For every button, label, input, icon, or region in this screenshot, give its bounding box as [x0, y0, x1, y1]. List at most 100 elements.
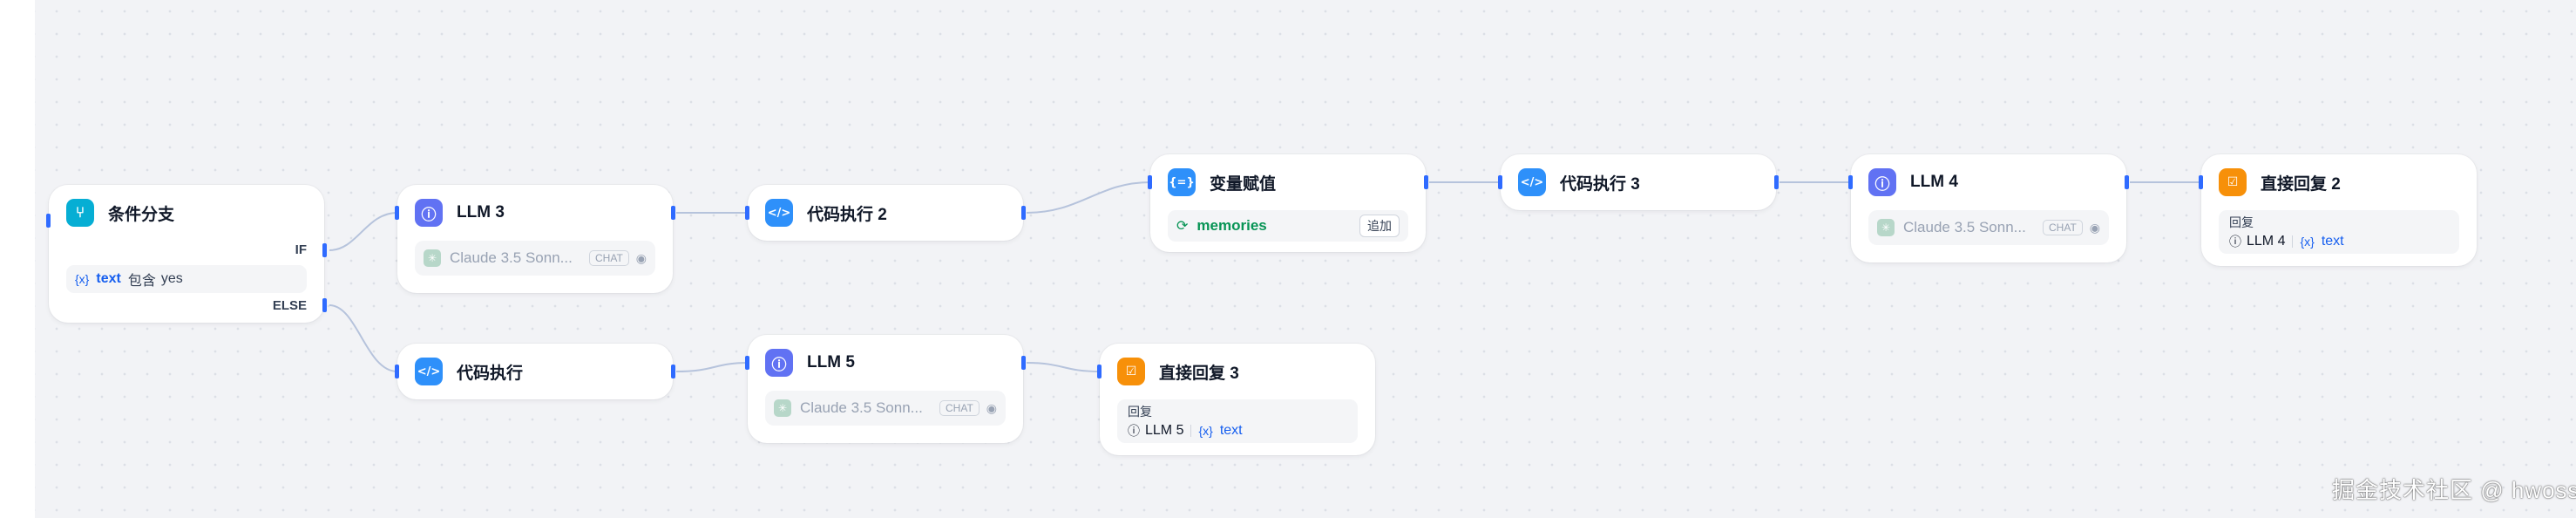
eye-icon: ◉ — [2089, 220, 2100, 235]
node-title: 直接回复 3 — [1159, 364, 1239, 383]
node-llm5[interactable]: ⓘ LLM 5 ✳ Claude 3.5 Sonn... CHAT ◉ — [745, 335, 1026, 443]
branch-icon: ⑂ — [66, 199, 94, 227]
input-handle[interactable] — [1498, 175, 1502, 189]
assign-variable: memories — [1196, 217, 1267, 234]
output-handle[interactable] — [1774, 175, 1779, 189]
node-header: ☑ 直接回复 3 — [1117, 358, 1239, 385]
node-title: LLM 5 — [807, 353, 855, 371]
input-handle[interactable] — [395, 206, 399, 220]
brain-icon: ⓘ — [1868, 168, 1896, 196]
node-ifelse[interactable]: ⑂ 条件分支 IF {x} text 包含 yes ELSE — [46, 185, 327, 323]
input-handle[interactable] — [2199, 175, 2203, 189]
node-header: ⑂ 条件分支 — [66, 199, 174, 227]
reference-variable: text — [1219, 423, 1243, 438]
answer-content[interactable]: 回复 ⓘ LLM 5 {x} text — [1117, 399, 1358, 443]
node-llm4[interactable]: ⓘ LLM 4 ✳ Claude 3.5 Sonn... CHAT ◉ — [1848, 154, 2129, 262]
edge-else-to-code — [329, 304, 398, 372]
condition-variable: text — [96, 271, 121, 286]
variable-icon: {x} — [2300, 235, 2315, 249]
model-selector[interactable]: ✳ Claude 3.5 Sonn... CHAT ◉ — [765, 391, 1006, 426]
node-title: 直接回复 2 — [2261, 174, 2341, 194]
node-header: ⓘ LLM 4 — [1868, 168, 1958, 196]
assign-row[interactable]: ⟳ memories 追加 — [1168, 210, 1408, 242]
separator — [1190, 425, 1192, 437]
node-code[interactable]: </> 代码执行 — [395, 344, 675, 399]
input-handle[interactable] — [1148, 175, 1152, 189]
output-handle[interactable] — [1424, 175, 1428, 189]
node-header: ⓘ LLM 3 — [415, 199, 505, 227]
node-header: </> 代码执行 3 — [1518, 168, 1640, 196]
input-handle[interactable] — [395, 365, 399, 378]
node-llm3[interactable]: ⓘ LLM 3 ✳ Claude 3.5 Sonn... CHAT ◉ — [395, 185, 675, 293]
model-selector[interactable]: ✳ Claude 3.5 Sonn... CHAT ◉ — [1868, 210, 2109, 245]
reference-node: LLM 4 — [2247, 234, 2286, 249]
node-code3[interactable]: </> 代码执行 3 — [1498, 154, 1779, 210]
code-icon: </> — [765, 199, 793, 227]
brain-icon: ⓘ — [1128, 424, 1140, 438]
output-handle[interactable] — [1021, 356, 1026, 370]
condition-row[interactable]: {x} text 包含 yes — [66, 265, 307, 293]
node-title: 代码执行 3 — [1560, 174, 1640, 194]
model-name: Claude 3.5 Sonn... — [450, 249, 573, 266]
node-answer2[interactable]: ☑ 直接回复 2 回复 ⓘ LLM 4 {x} text — [2199, 154, 2477, 266]
variable-icon: {=} — [1168, 168, 1196, 196]
answer-reference: ⓘ LLM 5 {x} text — [1128, 422, 1347, 440]
input-handle[interactable] — [745, 206, 749, 220]
output-handle[interactable] — [671, 365, 675, 378]
node-header: </> 代码执行 2 — [765, 199, 887, 227]
input-handle[interactable] — [1848, 175, 1853, 189]
model-logo-icon: ✳ — [774, 399, 791, 417]
node-header: </> 代码执行 — [415, 358, 523, 385]
else-label: ELSE — [272, 298, 307, 313]
append-mode-button[interactable]: 追加 — [1359, 215, 1400, 237]
input-handle[interactable] — [1097, 365, 1102, 378]
reference-variable: text — [2321, 234, 2344, 249]
condition-operator: 包含 — [127, 274, 156, 289]
node-assigner[interactable]: {=} 变量赋值 ⟳ memories 追加 — [1148, 154, 1428, 252]
edge-llm5-to-answer3 — [1026, 362, 1101, 372]
node-header: {=} 变量赋值 — [1168, 168, 1276, 196]
input-handle[interactable] — [46, 214, 51, 228]
edge-if-to-llm3 — [329, 212, 398, 251]
code-icon: </> — [1518, 168, 1546, 196]
brain-icon: ⓘ — [765, 349, 793, 377]
node-title: 变量赋值 — [1210, 174, 1277, 194]
node-title: 代码执行 2 — [807, 205, 887, 224]
output-handle[interactable] — [1021, 206, 1026, 220]
else-output-handle[interactable] — [322, 298, 327, 312]
model-selector[interactable]: ✳ Claude 3.5 Sonn... CHAT ◉ — [415, 241, 655, 276]
node-answer3[interactable]: ☑ 直接回复 3 回复 ⓘ LLM 5 {x} text — [1097, 344, 1375, 455]
edge-code2-to-assigner — [1026, 181, 1151, 214]
node-title: 代码执行 — [457, 364, 524, 383]
output-handle[interactable] — [2125, 175, 2129, 189]
answer-label: 回复 — [2229, 215, 2254, 229]
mode-badge: CHAT — [589, 250, 629, 266]
variable-icon: {x} — [1198, 424, 1213, 438]
model-name: Claude 3.5 Sonn... — [800, 399, 923, 416]
code-icon: </> — [415, 358, 443, 385]
model-logo-icon: ✳ — [424, 249, 441, 267]
model-logo-icon: ✳ — [1877, 219, 1895, 236]
if-output-handle[interactable] — [322, 243, 327, 257]
reference-node: LLM 5 — [1145, 423, 1184, 438]
edge-code-to-llm5 — [675, 362, 749, 372]
node-code2[interactable]: </> 代码执行 2 — [745, 185, 1026, 241]
mode-badge: CHAT — [2043, 220, 2083, 235]
if-label: IF — [295, 242, 307, 257]
reply-icon: ☑ — [2219, 168, 2247, 196]
brain-icon: ⓘ — [2229, 235, 2241, 249]
output-handle[interactable] — [671, 206, 675, 220]
answer-content[interactable]: 回复 ⓘ LLM 4 {x} text — [2219, 210, 2459, 254]
answer-reference: ⓘ LLM 4 {x} text — [2229, 233, 2449, 250]
eye-icon: ◉ — [986, 400, 997, 415]
mode-badge: CHAT — [939, 400, 980, 416]
eye-icon: ◉ — [635, 250, 647, 265]
answer-label: 回复 — [1128, 405, 1152, 419]
variable-icon: {x} — [75, 272, 90, 286]
left-panel-edge — [0, 0, 35, 518]
condition-value: yes — [160, 271, 183, 286]
conversation-var-icon: ⟳ — [1176, 219, 1189, 234]
input-handle[interactable] — [745, 356, 749, 370]
reply-icon: ☑ — [1117, 358, 1145, 385]
